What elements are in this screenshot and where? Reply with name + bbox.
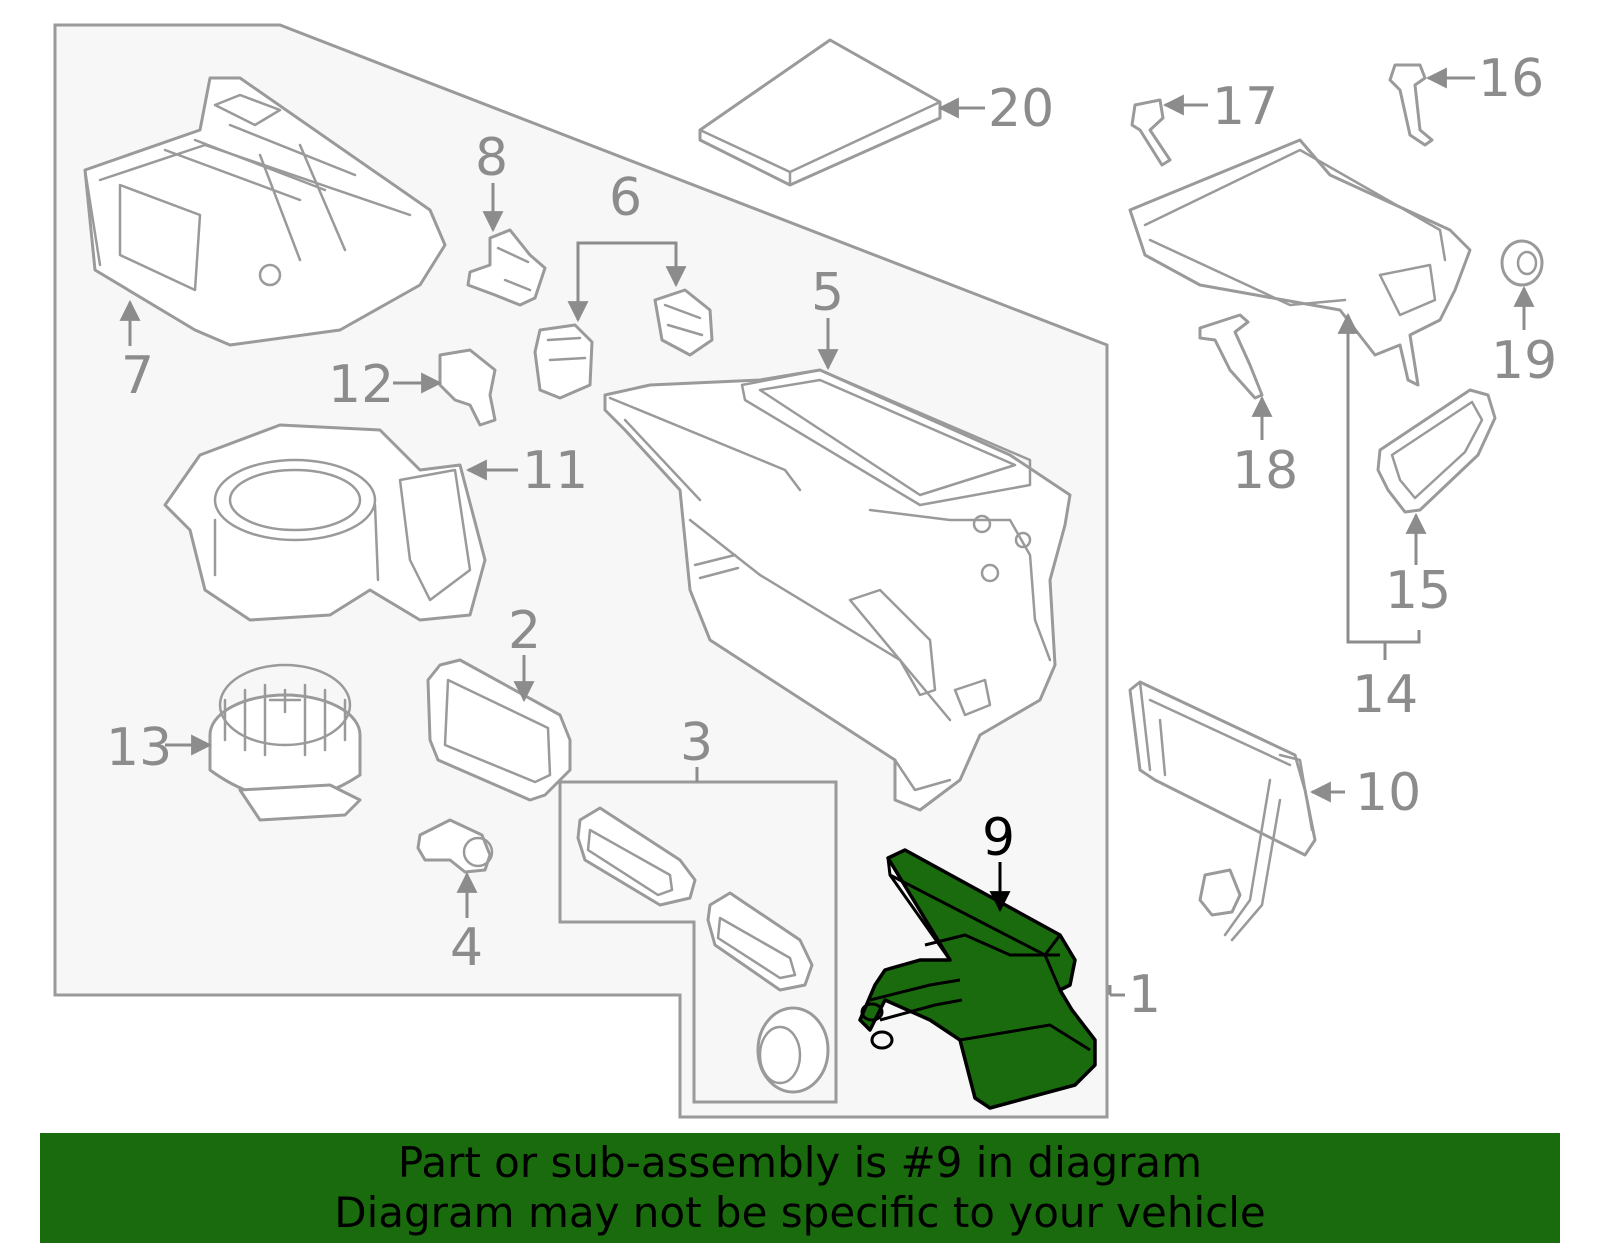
callout-1[interactable]: 1 (1128, 965, 1161, 1025)
part-11-blower-housing[interactable] (163, 423, 487, 622)
part-4-expansion-valve[interactable] (416, 818, 494, 874)
callout-17[interactable]: 17 (1212, 77, 1278, 137)
callout-14[interactable]: 14 (1352, 665, 1418, 725)
callout-11[interactable]: 11 (522, 441, 588, 501)
callout-5[interactable]: 5 (811, 263, 844, 323)
part-7-inlet-housing[interactable] (83, 76, 447, 347)
callout-16[interactable]: 16 (1478, 49, 1544, 109)
callout-18[interactable]: 18 (1232, 441, 1298, 501)
part-17-push-pin[interactable] (1130, 98, 1172, 167)
part-9-evaporator-core[interactable] (858, 848, 1097, 1110)
part-12-clip[interactable] (438, 348, 497, 427)
part-14-duct[interactable] (1128, 138, 1472, 387)
leader-lines (119, 67, 1535, 997)
callout-2[interactable]: 2 (508, 601, 541, 661)
callout-10[interactable]: 10 (1355, 763, 1421, 823)
info-banner: Part or sub-assembly is #9 in diagram Di… (40, 1133, 1560, 1243)
callout-3[interactable]: 3 (680, 713, 713, 773)
callout-labels: 1 2 3 4 5 6 7 8 9 10 11 12 13 14 15 16 1… (106, 49, 1557, 1025)
callout-12[interactable]: 12 (328, 355, 394, 415)
part-20-filter[interactable] (698, 38, 942, 187)
callout-15[interactable]: 15 (1385, 561, 1451, 621)
callout-7[interactable]: 7 (121, 346, 154, 406)
part-5-hvac-case[interactable] (603, 368, 1072, 812)
banner-line-2: Diagram may not be specific to your vehi… (334, 1188, 1266, 1237)
part-15-gasket[interactable] (1376, 388, 1497, 514)
callout-20[interactable]: 20 (988, 79, 1054, 139)
banner-line-1: Part or sub-assembly is #9 in diagram (397, 1138, 1203, 1187)
callout-19[interactable]: 19 (1491, 331, 1557, 391)
part-3-seal-kit[interactable] (576, 806, 830, 1094)
callout-8[interactable]: 8 (475, 128, 508, 188)
callout-6[interactable]: 6 (609, 168, 642, 228)
part-8-actuator[interactable] (466, 228, 547, 307)
part-19-grommet[interactable] (1500, 239, 1544, 287)
callout-13[interactable]: 13 (106, 718, 172, 778)
part-10-heater-core[interactable] (1128, 680, 1317, 942)
callout-9[interactable]: 9 (982, 808, 1015, 868)
part-16-push-pin[interactable] (1388, 63, 1434, 147)
part-13-blower-motor[interactable] (208, 663, 362, 822)
part-18-clip[interactable] (1198, 313, 1264, 400)
part-6-actuators[interactable] (533, 288, 714, 400)
part-2-seal[interactable] (426, 658, 572, 802)
callout-4[interactable]: 4 (450, 918, 483, 978)
